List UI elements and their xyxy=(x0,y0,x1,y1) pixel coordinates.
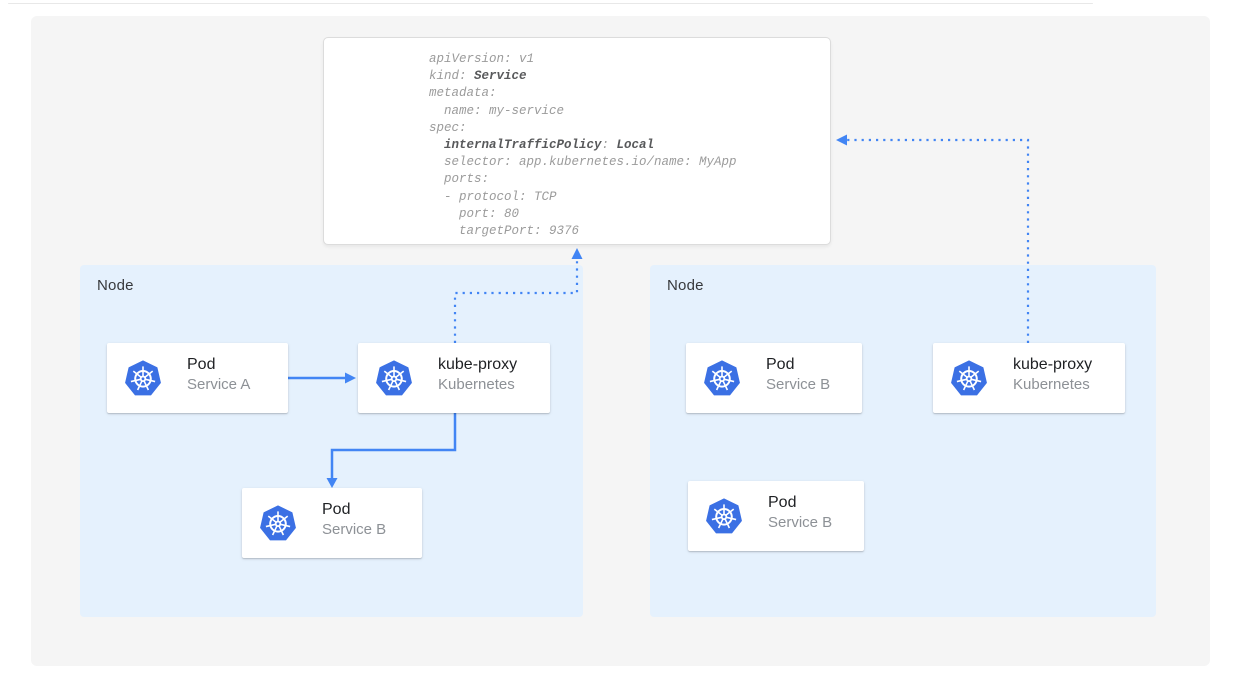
node-label: Node xyxy=(667,277,704,294)
yaml-segment: ports: xyxy=(429,172,490,187)
yaml-line: selector: app.kubernetes.io/name: MyApp xyxy=(429,154,737,171)
yaml-segment-bold: internalTrafficPolicy xyxy=(429,138,602,153)
card-subtitle: Service B xyxy=(766,376,831,393)
kubernetes-icon xyxy=(258,503,298,543)
kubernetes-icon xyxy=(704,496,744,536)
node-box-left: Node xyxy=(80,265,583,617)
yaml-segment: targetPort: 9376 xyxy=(429,224,580,239)
yaml-line: port: 80 xyxy=(429,206,737,223)
card-title: kube-proxy xyxy=(1013,356,1093,373)
card-subtitle: Service B xyxy=(322,521,387,538)
kube-proxy-card-right: kube-proxy Kubernetes xyxy=(933,343,1125,413)
yaml-segment: name: my-service xyxy=(429,103,565,118)
pod-card-service-b-left: Pod Service B xyxy=(242,488,422,558)
yaml-segment: selector: app.kubernetes.io/name: MyApp xyxy=(429,155,737,170)
yaml-segment: : xyxy=(601,138,617,153)
yaml-segment: port: 80 xyxy=(429,206,520,221)
pod-card-service-b-right-1: Pod Service B xyxy=(686,343,862,413)
pod-card-service-a: Pod Service A xyxy=(107,343,288,413)
card-subtitle: Kubernetes xyxy=(438,376,515,393)
yaml-segment-bold: Local xyxy=(616,138,655,153)
yaml-segment: - protocol: TCP xyxy=(429,189,557,204)
yaml-line: targetPort: 9376 xyxy=(429,223,737,240)
yaml-line: spec: xyxy=(429,120,737,137)
card-title: Pod xyxy=(322,501,351,518)
yaml-segment: apiVersion: v1 xyxy=(429,52,535,66)
card-title: Pod xyxy=(768,494,797,511)
yaml-segment: metadata: xyxy=(429,86,497,101)
card-subtitle: Kubernetes xyxy=(1013,376,1090,393)
yaml-line: metadata: xyxy=(429,85,737,102)
yaml-segment-bold: Service xyxy=(474,69,527,84)
yaml-segment: kind: xyxy=(429,69,475,84)
yaml-line: ports: xyxy=(429,171,737,188)
yaml-line: kind: Service xyxy=(429,68,737,85)
node-box-right: Node xyxy=(650,265,1156,617)
card-title: kube-proxy xyxy=(438,356,518,373)
yaml-code: apiVersion: v1 kind: Service metadata: n… xyxy=(429,51,737,240)
yaml-line: name: my-service xyxy=(429,103,737,120)
pod-card-service-b-right-2: Pod Service B xyxy=(688,481,864,551)
kubernetes-icon xyxy=(123,358,163,398)
yaml-line: - protocol: TCP xyxy=(429,189,737,206)
service-yaml-card: apiVersion: v1 kind: Service metadata: n… xyxy=(323,37,831,245)
kube-proxy-card-left: kube-proxy Kubernetes xyxy=(358,343,550,413)
card-subtitle: Service A xyxy=(187,376,251,393)
yaml-line: internalTrafficPolicy: Local xyxy=(429,137,737,154)
card-title: Pod xyxy=(187,356,216,373)
yaml-line: apiVersion: v1 xyxy=(429,51,737,68)
card-subtitle: Service B xyxy=(768,514,833,531)
top-divider xyxy=(8,3,1093,4)
card-title: Pod xyxy=(766,356,795,373)
node-label: Node xyxy=(97,277,134,294)
yaml-segment: spec: xyxy=(429,120,467,135)
kubernetes-icon xyxy=(374,358,414,398)
kubernetes-icon xyxy=(702,358,742,398)
kubernetes-icon xyxy=(949,358,989,398)
